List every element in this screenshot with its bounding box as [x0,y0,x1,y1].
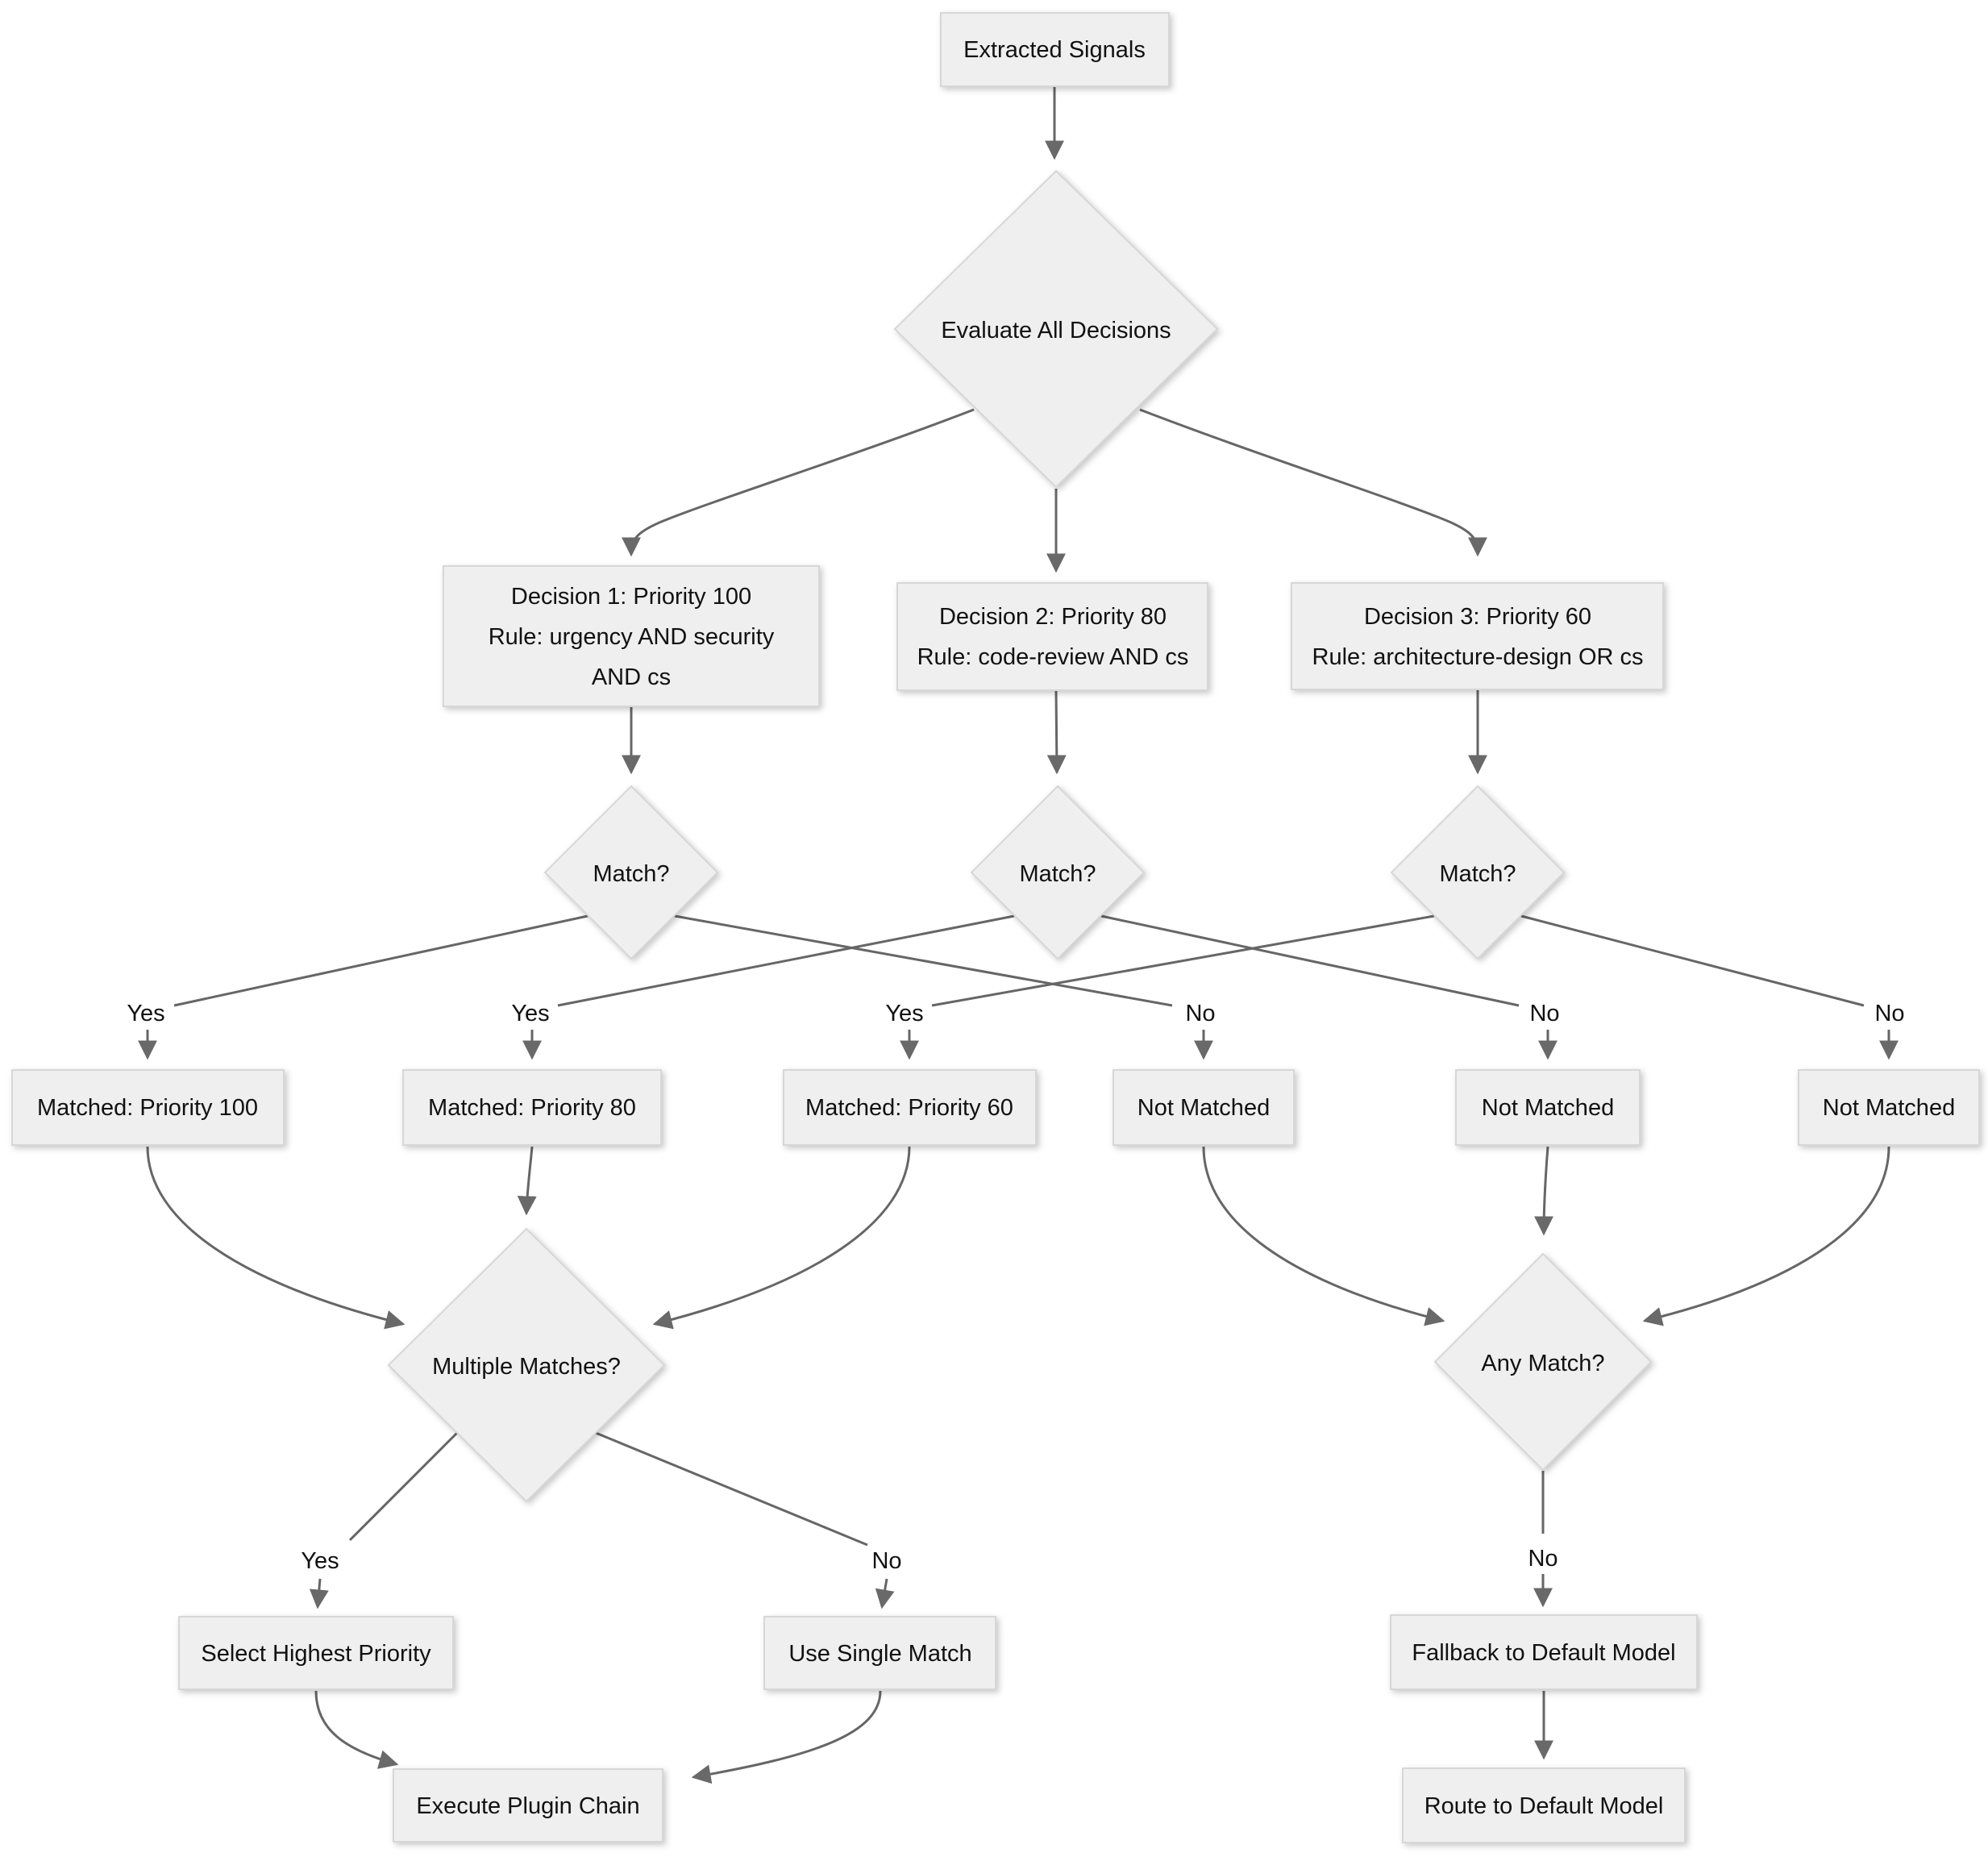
node-decision-2-line2: Rule: code-review AND cs [917,644,1189,670]
edge-match1-no [674,914,1173,1007]
node-extracted-signals-label: Extracted Signals [963,37,1146,63]
node-route-to-default-model-label: Route to Default Model [1424,1793,1664,1819]
edge-multiple-yes [348,1431,459,1542]
node-any-match: Any Match? [1433,1252,1653,1472]
node-not-matched-1-label: Not Matched [1137,1095,1270,1121]
node-match-3: Match? [1390,785,1566,960]
edge-match2-yes [557,914,1015,1007]
node-fallback-to-default-model: Fallback to Default Model [1390,1614,1698,1690]
node-decision-1-line3: AND cs [592,664,671,690]
node-use-single-match-label: Use Single Match [788,1641,971,1667]
edge-multiple-no [595,1431,868,1547]
node-match-3-label: Match? [1439,861,1516,887]
node-decision-2-line1: Decision 2: Priority 80 [939,604,1167,630]
edge-match2-no [1100,914,1520,1007]
node-evaluate-all-decisions: Evaluate All Decisions [893,169,1219,489]
edge-label-match1-yes: Yes [127,1001,164,1026]
edge-label-match2-yes: Yes [511,1001,549,1026]
node-extracted-signals: Extracted Signals [940,12,1170,87]
node-decision-1: Decision 1: Priority 100 Rule: urgency A… [443,565,820,707]
node-matched-priority-80-label: Matched: Priority 80 [428,1095,636,1121]
edge-matched60-multiple [652,1146,911,1330]
edge-yes-select [309,1578,329,1609]
node-decision-2: Decision 2: Priority 80 Rule: code-revie… [896,582,1208,691]
node-decision-1-line2: Rule: urgency AND security [489,624,775,650]
node-use-single-match: Use Single Match [763,1616,996,1690]
node-select-highest-priority: Select Highest Priority [178,1616,454,1690]
node-decision-3-line2: Rule: architecture-design OR cs [1312,644,1644,670]
edge-select-execute [314,1690,399,1769]
edges [138,87,1899,1784]
node-match-1: Match? [543,785,719,960]
edge-match1-yes [173,914,588,1007]
node-not-matched-2: Not Matched [1455,1069,1641,1146]
node-fallback-to-default-model-label: Fallback to Default Model [1412,1640,1675,1666]
node-multiple-matches: Multiple Matches? [387,1227,666,1503]
edge-match3-yes [931,914,1435,1007]
edge-notmatched3-anymatch [1642,1146,1890,1326]
edge-notmatched2-anymatch [1534,1146,1554,1236]
node-decision-3: Decision 3: Priority 60 Rule: architectu… [1291,582,1664,690]
edge-label-multiple-yes: Yes [301,1548,339,1574]
node-matched-priority-80: Matched: Priority 80 [402,1069,662,1146]
edge-matched80-multiple [517,1146,537,1216]
edge-label-any-no: No [1528,1546,1558,1572]
node-any-match-label: Any Match? [1481,1351,1604,1376]
node-evaluate-all-decisions-label: Evaluate All Decisions [941,318,1171,344]
edge-label-match1-no: No [1185,1001,1215,1026]
node-select-highest-priority-label: Select Highest Priority [201,1641,431,1667]
edge-label-match3-yes: Yes [885,1001,923,1026]
node-decision-1-line1: Decision 1: Priority 100 [511,584,751,610]
node-matched-priority-100: Matched: Priority 100 [11,1069,285,1146]
edge-label-match3-no: No [1874,1001,1904,1026]
node-matched-priority-60: Matched: Priority 60 [783,1069,1037,1146]
edge-label-multiple-no: No [871,1548,901,1574]
edge-evaluate-decision3 [1139,408,1487,557]
nodes: Extracted Signals Evaluate All Decisions… [11,12,1980,1843]
edge-single-execute [691,1690,882,1784]
node-not-matched-3: Not Matched [1798,1069,1980,1146]
edge-label-match2-no: No [1529,1001,1559,1026]
node-not-matched-3-label: Not Matched [1823,1095,1955,1121]
node-not-matched-1: Not Matched [1113,1069,1295,1146]
node-match-1-label: Match? [593,861,669,887]
node-matched-priority-60-label: Matched: Priority 60 [805,1095,1013,1121]
edge-notmatched1-anymatch [1202,1146,1445,1326]
edge-matched100-multiple [146,1146,406,1330]
node-execute-plugin-chain-label: Execute Plugin Chain [416,1793,639,1819]
node-multiple-matches-label: Multiple Matches? [432,1354,621,1380]
edge-match3-no [1520,914,1865,1007]
node-execute-plugin-chain: Execute Plugin Chain [393,1768,663,1842]
node-decision-3-line1: Decision 3: Priority 60 [1364,604,1591,630]
edge-no-single [875,1578,895,1609]
edge-decision2-match2 [1046,690,1067,775]
node-match-2: Match? [970,785,1146,960]
edge-evaluate-decision1 [622,408,975,557]
node-match-2-label: Match? [1019,861,1096,887]
node-route-to-default-model: Route to Default Model [1402,1767,1686,1843]
node-not-matched-2-label: Not Matched [1482,1095,1614,1121]
node-matched-priority-100-label: Matched: Priority 100 [37,1095,258,1121]
